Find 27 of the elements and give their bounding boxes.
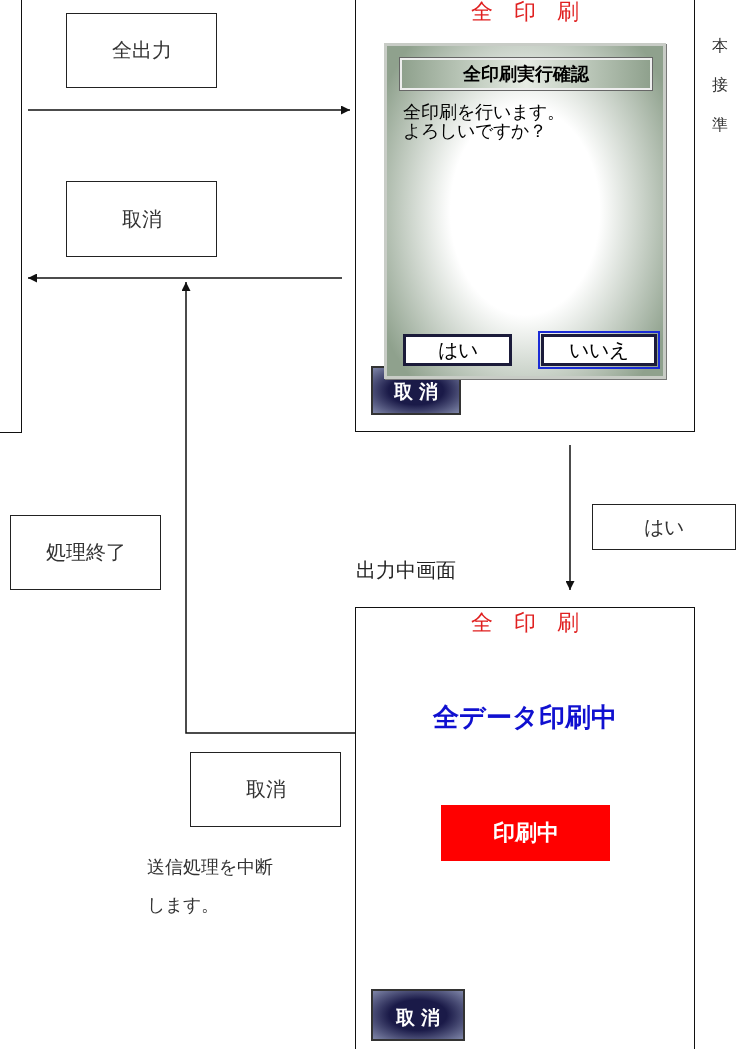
cancel-button	[371, 989, 465, 1041]
edge-label: 処理終了	[10, 515, 161, 590]
edge-label: はい	[592, 504, 736, 550]
no-button	[541, 334, 657, 366]
button-label: いいえ	[569, 336, 629, 364]
status-heading: 全データ印刷中	[432, 701, 618, 734]
phone-screen	[355, 0, 695, 432]
dialog-title: 全印刷実行確認	[400, 58, 652, 90]
partial-text: 準	[712, 115, 728, 136]
screen-title: 全 印 刷	[470, 609, 580, 637]
confirm-dialog	[384, 43, 666, 379]
edge-label: 全出力	[66, 13, 217, 88]
action-label: 取消	[190, 752, 341, 827]
screen-title: 全 印 刷	[470, 0, 580, 26]
phone-screen	[355, 607, 695, 1049]
edge-label: 取消	[66, 181, 217, 257]
note-text: 送信処理を中断します。	[147, 855, 274, 917]
button-label: 印刷中	[492, 819, 559, 847]
dialog-message: 全印刷を行います。よろしいですか？	[403, 102, 566, 140]
printing-status	[441, 805, 610, 861]
button-label: 取 消	[393, 379, 439, 404]
partial-text: 接	[712, 75, 728, 96]
button-label: はい	[437, 336, 478, 364]
screen-caption: 出力中画面	[356, 557, 456, 584]
partial-text: 本	[712, 36, 728, 57]
yes-button	[403, 334, 512, 366]
button-label: 取 消	[395, 1005, 441, 1030]
